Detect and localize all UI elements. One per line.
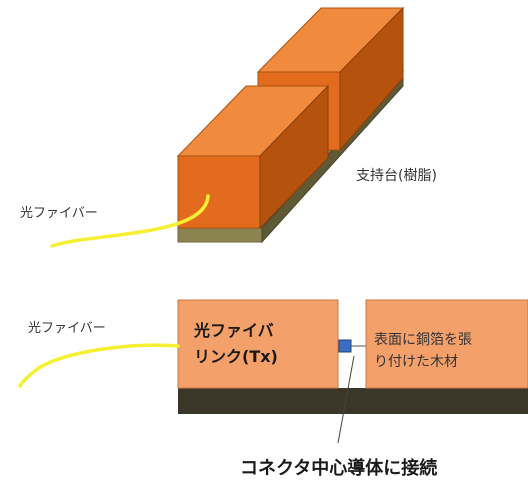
- perspective-view: 支持台(樹脂) 光ファイバー: [20, 6, 437, 248]
- fiber-top: [50, 194, 210, 248]
- flat-base: [178, 388, 528, 414]
- tx-block: [177, 299, 339, 389]
- fiber-label-top: 光ファイバー: [20, 206, 98, 221]
- fiber-label-bottom: 光ファイバー: [28, 321, 106, 336]
- connector-label: コネクタ中心導体に接続: [240, 457, 437, 479]
- connector-pointer: [337, 355, 355, 444]
- wood-block-line1: 表面に銅箔を張: [374, 332, 472, 348]
- connector-conductor: [338, 339, 352, 353]
- base-front: [177, 227, 263, 243]
- back-block-side: [339, 6, 404, 152]
- side-view: 光ファイバ リンク(Tx) 表面に銅箔を張 り付けた木材 光ファイバー コネクタ…: [18, 299, 528, 479]
- front-block-side: [259, 84, 329, 230]
- wood-block-line2: り付けた木材: [374, 354, 458, 370]
- tx-block-line2: リンク(Tx): [194, 347, 278, 366]
- tx-block-line1: 光ファイバ: [193, 321, 274, 340]
- wood-block: [365, 299, 528, 389]
- fiber-bottom: [18, 343, 180, 388]
- base-label: 支持台(樹脂): [356, 168, 437, 184]
